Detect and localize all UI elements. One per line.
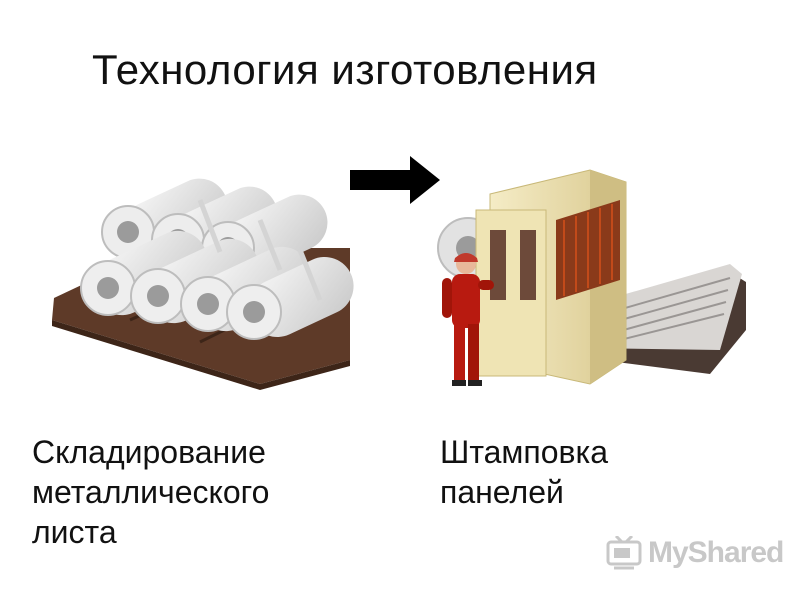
arrow-right-icon [350,156,440,204]
caption-left: Складирование металлического листа [32,432,362,552]
stamping-machine-illustration [437,169,746,385]
caption-right: Штамповка панелей [440,432,770,512]
slide-title: Технология изготовления [92,46,598,93]
watermark-logo: MyShared [606,536,784,570]
worker-icon [442,253,494,386]
tv-icon [606,536,642,570]
caption-left-line: металлического [32,474,270,510]
caption-left-line: листа [32,514,117,550]
caption-right-line: Штамповка [440,434,609,470]
caption-right-line: панелей [440,474,564,510]
caption-left-line: Складирование [32,434,266,470]
logo-text: MyShared [648,536,784,569]
steel-coils-illustration [52,178,354,390]
